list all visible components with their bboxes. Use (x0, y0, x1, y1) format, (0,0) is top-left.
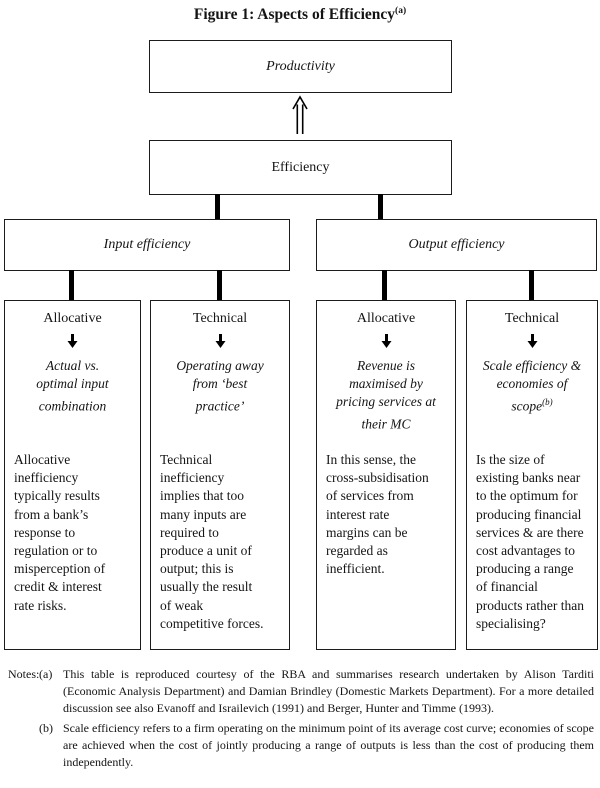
up-double-arrow-icon (0, 95, 600, 134)
figure-title-text: Figure 1: Aspects of Efficiency (193, 6, 396, 24)
column-header: Technical (192, 311, 248, 326)
column-input-technical: Technical Operating away from ‘best prac… (150, 300, 290, 650)
column-header: Allocative (356, 311, 416, 326)
column-header: Allocative (43, 311, 102, 326)
column-body: In this sense, the cross-subsidisation o… (326, 452, 429, 577)
output-efficiency-box: Output efficiency (316, 219, 597, 271)
column-input-allocative: Allocative Actual vs. optimal input comb… (4, 300, 141, 650)
productivity-box: Productivity (149, 40, 452, 93)
note-item-b: (b) Scale efficiency refers to a firm op… (8, 720, 594, 771)
note-marker: (b) (39, 721, 53, 735)
column-subtitle: Operating away from ‘best practice’ (176, 358, 264, 414)
down-arrow-icon (151, 334, 289, 348)
connector-output-technical (529, 270, 534, 301)
column-body: Technical inefficiency implies that too … (160, 452, 264, 631)
column-body: Allocative inefficiency typically result… (14, 452, 106, 613)
output-efficiency-label: Output efficiency (408, 237, 505, 252)
note-item-a: Notes: (a) This table is reproduced cour… (8, 666, 594, 717)
figure-title: Figure 1: Aspects of Efficiency(a) (0, 6, 600, 24)
note-marker: (a) (39, 667, 53, 681)
input-efficiency-box: Input efficiency (4, 219, 290, 271)
connector-input-technical (217, 270, 222, 301)
note-text: This table is reproduced courtesy of the… (63, 667, 594, 715)
notes-section: Notes: (a) This table is reproduced cour… (8, 666, 594, 771)
productivity-label: Productivity (266, 58, 335, 74)
efficiency-box: Efficiency (149, 140, 452, 195)
column-output-allocative: Allocative Revenue is maximised by prici… (316, 300, 456, 650)
down-arrow-icon (467, 334, 597, 348)
connector-input-allocative (69, 270, 74, 301)
connector-efficiency-input (215, 194, 220, 220)
figure-title-superscript: (a) (395, 6, 407, 16)
down-arrow-icon (5, 334, 140, 348)
notes-label-spacer (8, 720, 39, 771)
column-body: Is the size of existing banks near to th… (476, 452, 584, 631)
column-subtitle: Scale efficiency & economies of scope(b) (482, 358, 582, 414)
input-efficiency-label: Input efficiency (103, 237, 191, 252)
note-text: Scale efficiency refers to a firm operat… (63, 721, 594, 769)
column-output-technical: Technical Scale efficiency & economies o… (466, 300, 598, 650)
down-arrow-icon (317, 334, 455, 348)
efficiency-label: Efficiency (271, 159, 330, 175)
column-subtitle: Actual vs. optimal input combination (36, 358, 109, 414)
connector-output-allocative (382, 270, 387, 301)
connector-efficiency-output (378, 194, 383, 220)
column-subtitle: Revenue is maximised by pricing services… (336, 358, 436, 432)
notes-label: Notes: (8, 667, 40, 681)
column-header: Technical (504, 311, 560, 326)
